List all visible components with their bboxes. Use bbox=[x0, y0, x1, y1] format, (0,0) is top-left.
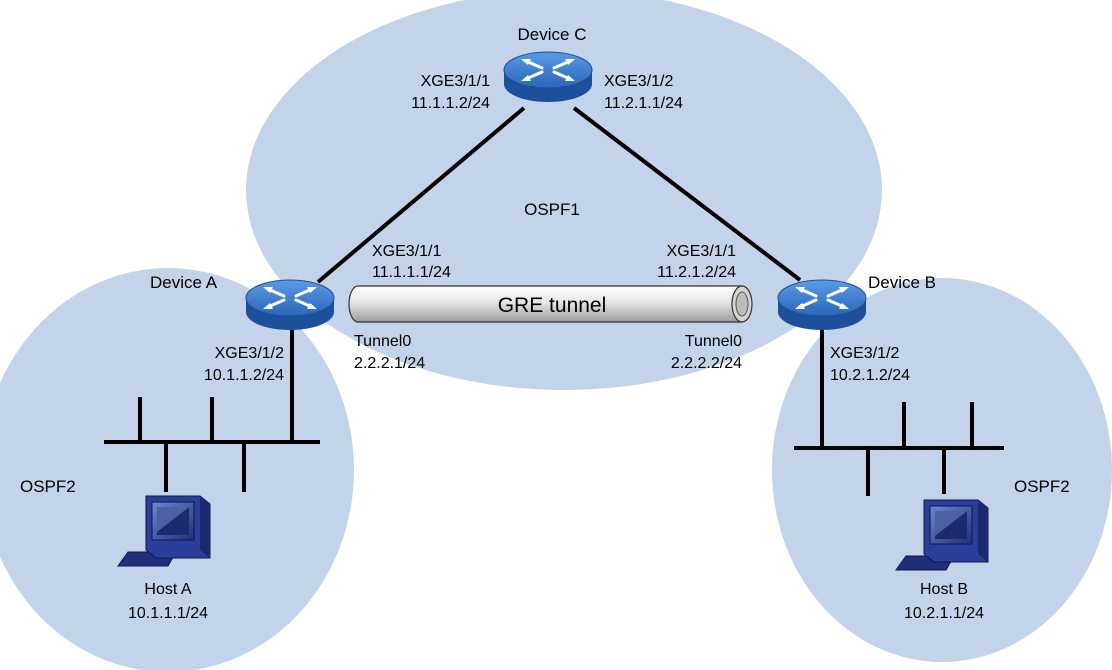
if-b-down-ip: 10.2.1.2/24 bbox=[830, 367, 910, 384]
area-ospf2-left bbox=[0, 268, 354, 670]
if-c-left-name: XGE3/1/1 bbox=[421, 73, 490, 90]
device-b-label: Device B bbox=[868, 273, 936, 292]
link-c-b bbox=[572, 106, 802, 282]
area-ospf2-left-label: OSPF2 bbox=[20, 477, 76, 496]
gre-tunnel: GRE tunnel bbox=[348, 285, 753, 323]
link-c-a bbox=[316, 106, 526, 284]
host-b-label: Host B bbox=[920, 581, 968, 598]
device-a-label: Device A bbox=[150, 273, 218, 292]
if-b-down-name: XGE3/1/2 bbox=[830, 345, 899, 362]
if-b-up-ip: 11.2.1.2/24 bbox=[657, 264, 736, 281]
device-c-label: Device C bbox=[518, 25, 587, 44]
if-c-right-name: XGE3/1/2 bbox=[604, 73, 673, 90]
area-ospf1-label: OSPF1 bbox=[524, 200, 580, 219]
if-a-up-name: XGE3/1/1 bbox=[372, 243, 441, 260]
host-a-label: Host A bbox=[144, 581, 191, 598]
host-b-ip: 10.2.1.1/24 bbox=[904, 605, 984, 622]
if-b-tunnel-name: Tunnel0 bbox=[685, 333, 742, 350]
if-a-down-ip: 10.1.1.2/24 bbox=[204, 367, 284, 384]
router-icon bbox=[244, 278, 336, 332]
if-a-up-ip: 11.1.1.1/24 bbox=[372, 264, 451, 281]
router-icon bbox=[502, 50, 594, 104]
router-icon bbox=[776, 278, 868, 332]
host-a-ip: 10.1.1.1/24 bbox=[128, 605, 208, 622]
if-c-right-ip: 11.2.1.1/24 bbox=[604, 95, 683, 112]
if-b-up-name: XGE3/1/1 bbox=[667, 243, 736, 260]
area-ospf2-right-label: OSPF2 bbox=[1014, 477, 1070, 496]
if-a-tunnel-name: Tunnel0 bbox=[354, 333, 411, 350]
if-c-left-ip: 11.1.1.2/24 bbox=[411, 95, 490, 112]
if-a-tunnel-ip: 2.2.2.1/24 bbox=[354, 355, 425, 372]
if-b-tunnel-ip: 2.2.2.2/24 bbox=[671, 355, 742, 372]
tunnel-label: GRE tunnel bbox=[498, 294, 607, 317]
if-a-down-name: XGE3/1/2 bbox=[215, 345, 284, 362]
